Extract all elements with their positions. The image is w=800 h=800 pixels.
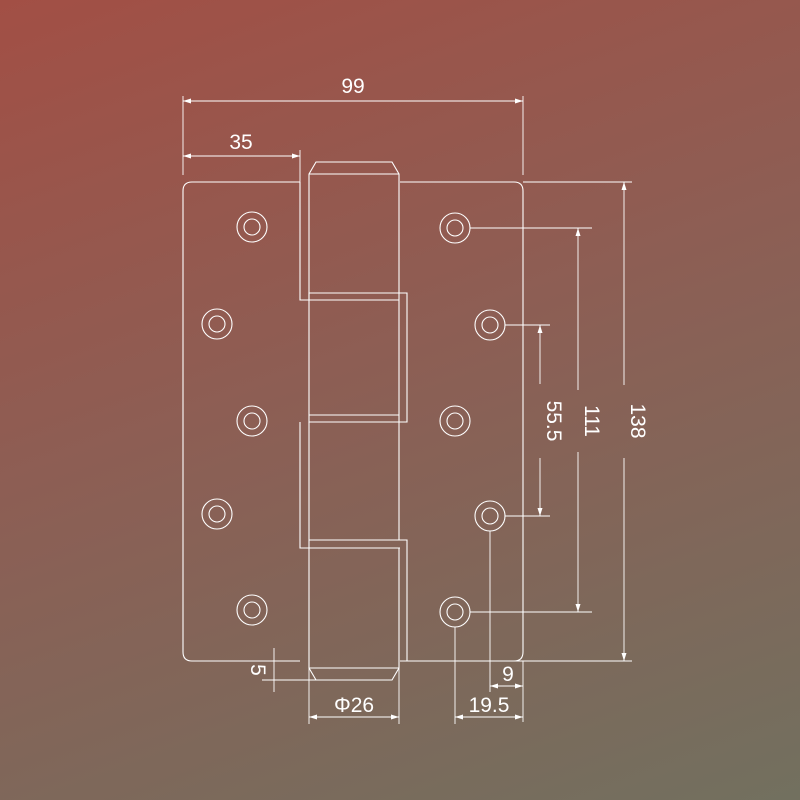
screw-hole <box>474 309 506 341</box>
dim-leaf-offset: 35 <box>183 131 301 182</box>
dim-hole-span-outer: 111 <box>470 227 603 613</box>
dim-edge-offset: 5 <box>246 648 316 692</box>
dim-hole-edge-long: 19.5 <box>454 627 523 724</box>
screw-hole <box>236 594 268 626</box>
left-leaf <box>182 181 300 662</box>
dim-edge-offset-label: 5 <box>246 664 269 676</box>
dim-overall-width-label: 99 <box>341 75 364 98</box>
dim-hole-edge-short-label: 9 <box>502 663 514 686</box>
dim-knuckle-diameter-label: Φ26 <box>334 694 374 717</box>
screw-hole <box>474 500 506 532</box>
dim-knuckle-diameter: Φ26 <box>308 668 400 724</box>
dim-hole-span-inner-label: 55.5 <box>542 401 565 442</box>
dim-hole-edge-long-label: 19.5 <box>469 694 510 717</box>
screw-hole <box>439 405 471 437</box>
dim-leaf-offset-label: 35 <box>229 131 252 154</box>
knuckle-top <box>299 161 400 301</box>
hinge-outline <box>182 161 524 681</box>
dim-hole-span-outer-label: 111 <box>580 405 603 437</box>
screw-hole <box>201 498 233 530</box>
right-leaf <box>400 181 524 662</box>
screw-hole <box>439 212 471 244</box>
knuckle-bottom <box>308 548 400 681</box>
knuckle-middle <box>308 292 408 423</box>
screw-hole <box>236 405 268 437</box>
screw-hole <box>201 308 233 340</box>
dim-overall-height-label: 138 <box>626 403 649 438</box>
dim-overall-width: 99 <box>182 75 524 175</box>
screw-hole <box>236 211 268 243</box>
screw-hole <box>439 596 471 628</box>
knuckle-lower-middle <box>299 422 310 549</box>
dim-hole-edge-short: 9 <box>489 531 524 722</box>
dim-hole-span-inner: 55.5 <box>505 324 565 517</box>
screw-holes <box>201 211 506 628</box>
dim-overall-height: 138 <box>407 181 649 662</box>
